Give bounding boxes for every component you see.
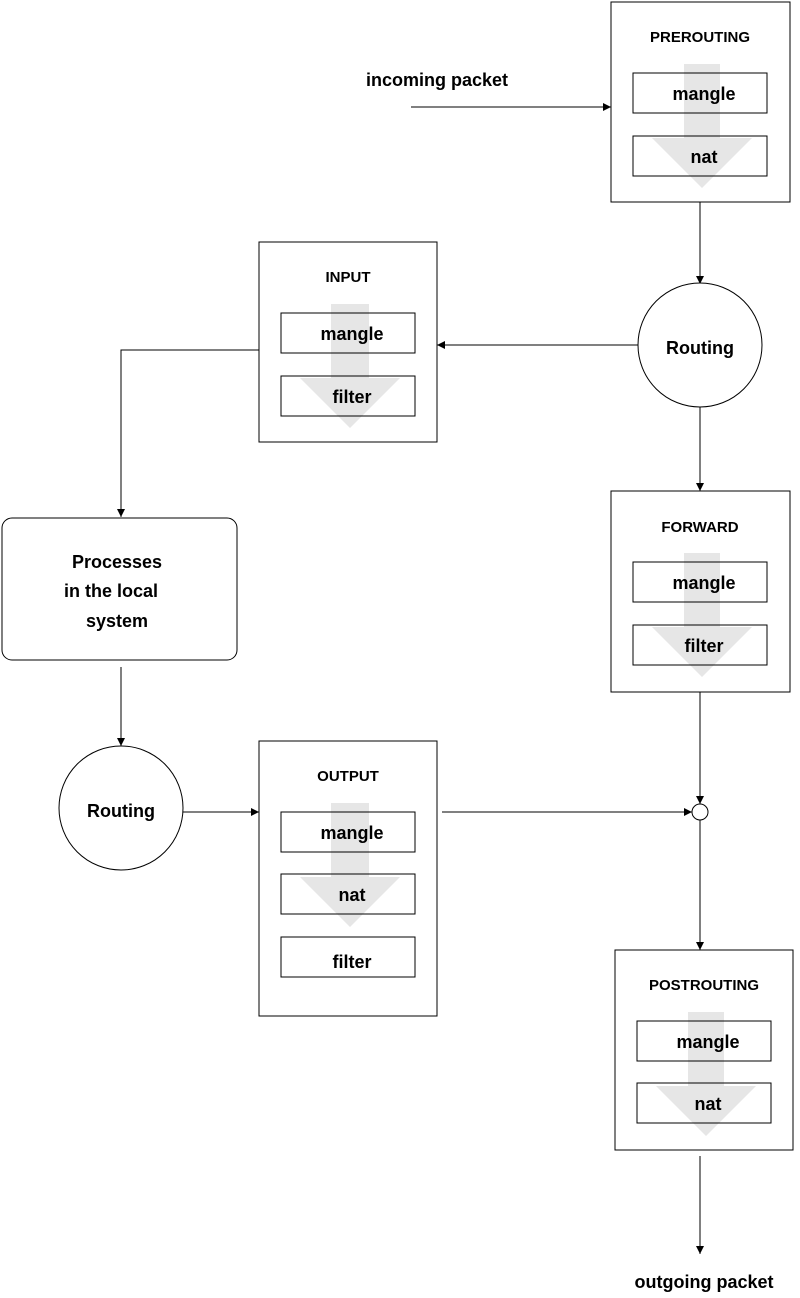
chain-title: PREROUTING — [650, 29, 750, 46]
flow-arrow — [652, 64, 752, 188]
table-box-nat — [636, 1082, 772, 1124]
table-box-filter — [280, 936, 416, 978]
table-label-filter: filter — [332, 387, 371, 407]
table-box-nat — [632, 135, 768, 177]
table-box-mangle — [632, 72, 768, 114]
incoming-packet-label: incoming packet — [366, 70, 508, 90]
arrow-input-to-processes — [117, 349, 259, 517]
local-processes: Processes in the local system — [1, 517, 238, 661]
outgoing-packet-label: outgoing packet — [635, 1272, 774, 1292]
table-label-nat: nat — [339, 885, 366, 905]
routing-decision-bottom: Routing — [58, 745, 184, 871]
chain-output: OUTPUT mangle nat filter — [258, 740, 438, 1017]
table-box-mangle — [280, 811, 416, 853]
table-box-filter — [280, 375, 416, 417]
flow-arrow — [656, 1012, 756, 1136]
chain-title: FORWARD — [661, 519, 738, 536]
table-label-mangle: mangle — [320, 324, 383, 344]
chain-title: INPUT — [326, 269, 371, 286]
processes-box — [1, 517, 238, 661]
chain-title: OUTPUT — [317, 768, 379, 785]
chain-postrouting: POSTROUTING mangle nat — [614, 949, 794, 1151]
chain-title: POSTROUTING — [649, 977, 759, 994]
junction-node — [691, 803, 709, 821]
table-label-filter: filter — [332, 952, 371, 972]
table-label-mangle: mangle — [672, 573, 735, 593]
table-box-nat — [280, 873, 416, 915]
chain-prerouting: PREROUTING mangle nat — [610, 1, 791, 203]
table-label-filter: filter — [684, 636, 723, 656]
table-box-mangle — [636, 1020, 772, 1062]
chain-forward: FORWARD mangle filter — [610, 490, 791, 693]
flow-arrow — [300, 803, 400, 927]
processes-line1: Processes — [72, 552, 162, 572]
processes-line3: system — [86, 611, 148, 631]
flow-arrow — [652, 553, 752, 677]
routing-decision-top: Routing — [637, 282, 763, 408]
routing-circle — [58, 745, 184, 871]
routing-label: Routing — [87, 801, 155, 821]
table-box-filter — [632, 624, 768, 666]
chain-input: INPUT mangle filter — [258, 241, 438, 443]
table-label-nat: nat — [695, 1094, 722, 1114]
flow-arrow — [300, 304, 400, 428]
table-label-mangle: mangle — [320, 823, 383, 843]
processes-line2: in the local — [64, 581, 158, 601]
table-label-mangle: mangle — [672, 84, 735, 104]
table-box-mangle — [280, 312, 416, 354]
table-label-mangle: mangle — [676, 1032, 739, 1052]
table-label-nat: nat — [691, 147, 718, 167]
routing-label: Routing — [666, 338, 734, 358]
table-box-mangle — [632, 561, 768, 603]
